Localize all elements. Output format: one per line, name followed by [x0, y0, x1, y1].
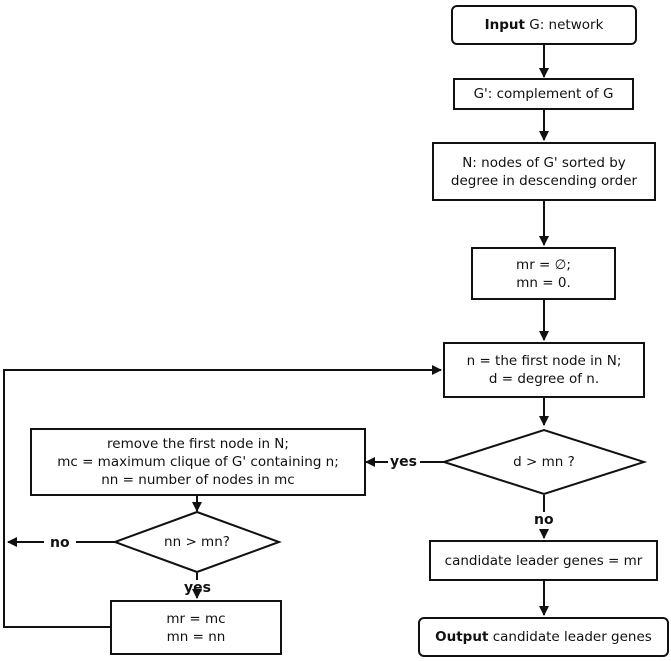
decision-nn-text: nn > mn?: [164, 534, 230, 550]
first-node-box: n = the first node in N; d = degree of n…: [443, 342, 645, 398]
remove-line-1: remove the first node in N;: [107, 436, 289, 452]
yes-label-nn: yes: [184, 580, 211, 596]
remove-line-2: mc = maximum clique of G' containing n;: [57, 454, 339, 470]
update-line-1: mr = mc: [166, 610, 226, 627]
loop-back-line: [3, 365, 442, 628]
no-label-d: no: [534, 512, 554, 528]
sort-box: N: nodes of G' sorted by degree in desce…: [432, 142, 656, 201]
output-keyword: Output: [435, 629, 489, 645]
sort-line-2: degree in descending order: [450, 172, 638, 189]
output-box: Output candidate leader genes: [418, 617, 669, 657]
input-box: Input G: network: [451, 5, 637, 45]
init-line-1: mr = ∅;: [516, 256, 571, 273]
decision-d-diamond: [440, 428, 648, 496]
candidate-box: candidate leader genes = mr: [429, 540, 658, 581]
sort-line-1: N: nodes of G' sorted by: [462, 154, 626, 171]
remove-box: remove the first node in N; mc = maximum…: [30, 428, 366, 496]
update-box: mr = mc mn = nn: [110, 600, 282, 655]
no-label-nn: no: [50, 535, 70, 551]
decision-d-text: d > mn ?: [513, 454, 575, 470]
input-keyword: Input: [484, 17, 525, 33]
input-text: G: network: [524, 17, 604, 33]
first-node-line-2: d = degree of n.: [488, 371, 600, 387]
first-node-line-1: n = the first node in N;: [466, 353, 622, 369]
yes-label-d: yes: [390, 454, 417, 470]
complement-box: G': complement of G: [453, 78, 634, 110]
update-line-2: mn = nn: [166, 628, 226, 645]
complement-text: G': complement of G: [473, 86, 614, 102]
remove-line-3: nn = number of nodes in mc: [101, 472, 295, 488]
candidate-text: candidate leader genes = mr: [444, 552, 643, 569]
init-box: mr = ∅; mn = 0.: [471, 247, 616, 300]
decision-nn-diamond: [112, 510, 282, 574]
init-line-2: mn = 0.: [516, 274, 571, 291]
output-text: candidate leader genes: [488, 629, 652, 645]
